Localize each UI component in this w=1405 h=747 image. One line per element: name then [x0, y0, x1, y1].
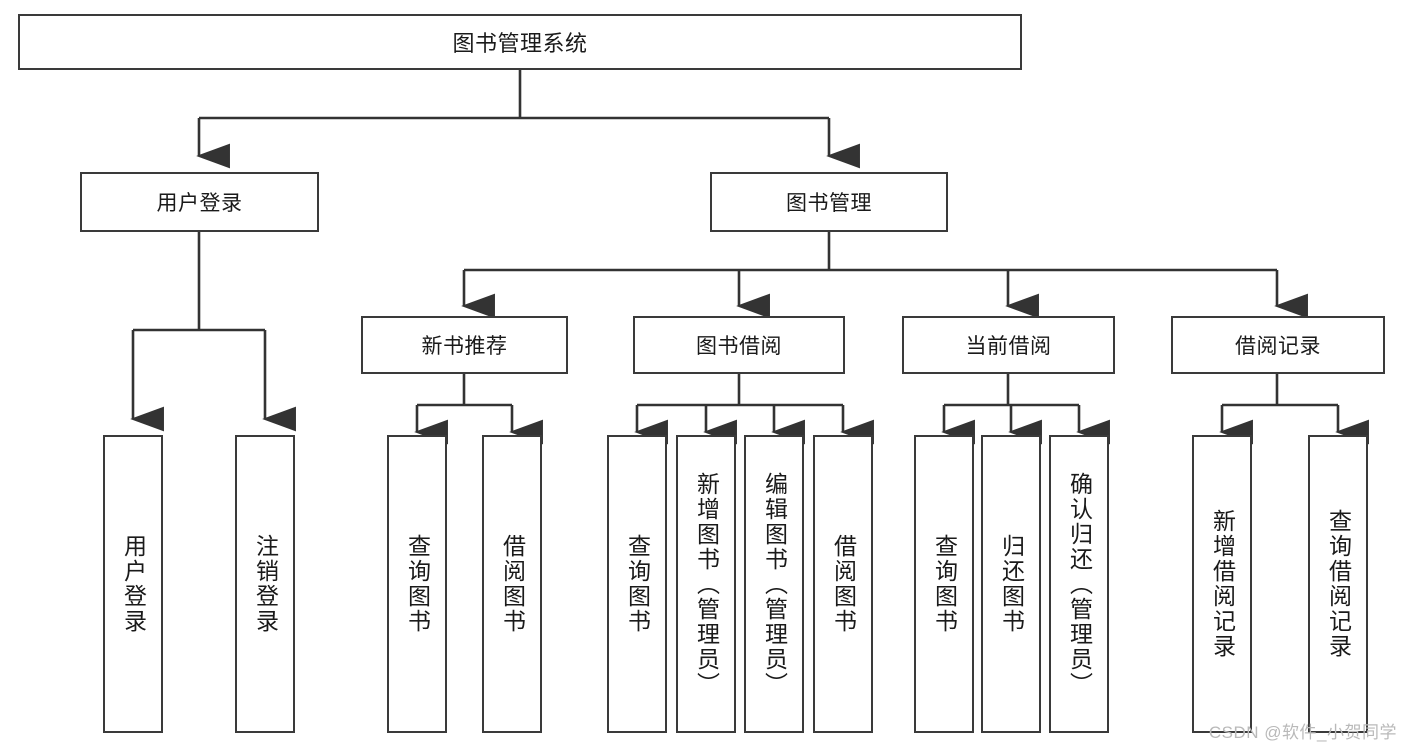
- node-leaf-confirm-return[interactable]: 确认归还（管理员）: [1049, 435, 1109, 733]
- node-leaf-query-book-1[interactable]: 查询图书: [387, 435, 447, 733]
- csdn-watermark: CSDN @软件_小贺同学: [1208, 723, 1397, 742]
- node-label: 图书管理系统: [452, 31, 588, 56]
- node-leaf-edit-book[interactable]: 编辑图书（管理员）: [744, 435, 804, 733]
- node-book-borrow[interactable]: 图书借阅: [633, 316, 845, 374]
- node-label: 用户登录: [120, 534, 147, 634]
- node-label: 图书管理: [786, 192, 872, 215]
- node-label: 图书借阅: [696, 335, 782, 358]
- node-label: 新书推荐: [421, 335, 508, 358]
- node-label: 新增图书（管理员）: [693, 471, 720, 697]
- node-label: 新增借阅记录: [1209, 509, 1236, 659]
- node-book-manage[interactable]: 图书管理: [710, 172, 948, 232]
- node-label: 查询图书: [624, 534, 651, 634]
- node-label: 编辑图书（管理员）: [761, 471, 788, 697]
- node-label: 归还图书: [998, 534, 1025, 634]
- node-leaf-user-login[interactable]: 用户登录: [103, 435, 163, 733]
- node-label: 确认归还（管理员）: [1066, 471, 1093, 697]
- node-leaf-query-record[interactable]: 查询借阅记录: [1308, 435, 1368, 733]
- node-user-login[interactable]: 用户登录: [80, 172, 319, 232]
- node-leaf-return-book[interactable]: 归还图书: [981, 435, 1041, 733]
- node-label: 借阅记录: [1235, 335, 1321, 358]
- node-label: 查询借阅记录: [1325, 509, 1352, 659]
- node-label: 当前借阅: [965, 335, 1052, 358]
- node-leaf-query-book-3[interactable]: 查询图书: [914, 435, 974, 733]
- node-leaf-borrow-book-1[interactable]: 借阅图书: [482, 435, 542, 733]
- node-label: 用户登录: [156, 192, 243, 215]
- node-leaf-add-book[interactable]: 新增图书（管理员）: [676, 435, 736, 733]
- node-label: 查询图书: [404, 534, 431, 634]
- node-borrow-record[interactable]: 借阅记录: [1171, 316, 1385, 374]
- node-leaf-borrow-book-2[interactable]: 借阅图书: [813, 435, 873, 733]
- node-leaf-logout[interactable]: 注销登录: [235, 435, 295, 733]
- node-leaf-add-record[interactable]: 新增借阅记录: [1192, 435, 1252, 733]
- node-new-book-rec[interactable]: 新书推荐: [361, 316, 568, 374]
- node-leaf-query-book-2[interactable]: 查询图书: [607, 435, 667, 733]
- node-label: 借阅图书: [830, 534, 857, 634]
- node-root-system[interactable]: 图书管理系统: [18, 14, 1022, 70]
- node-current-borrow[interactable]: 当前借阅: [902, 316, 1115, 374]
- node-label: 借阅图书: [499, 534, 526, 634]
- node-label: 注销登录: [252, 534, 279, 634]
- node-label: 查询图书: [931, 534, 958, 634]
